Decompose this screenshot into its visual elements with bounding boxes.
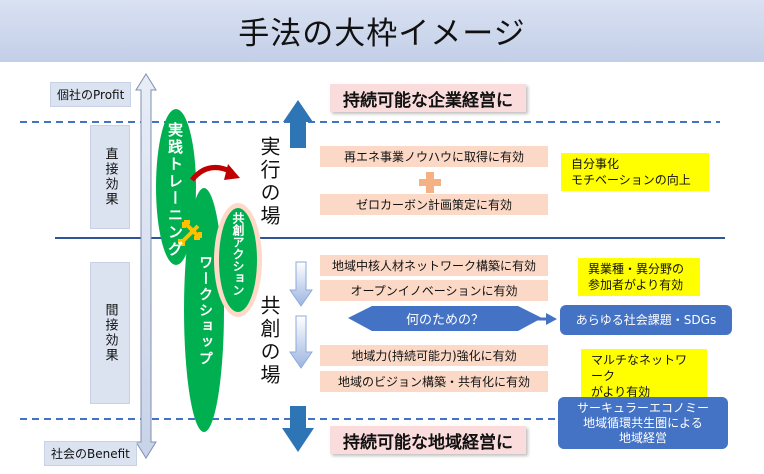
training-label: 実践トレーニング (166, 122, 184, 258)
question-shape (348, 306, 542, 331)
circular-economy-box: サーキュラーエコノミー 地域循環共生圏による 地域経営 (558, 397, 728, 449)
orange-arrow (182, 220, 202, 240)
banner-top: 持続可能な企業経営に (330, 84, 526, 112)
workshop-ellipse (184, 188, 224, 432)
axis-arrow (135, 73, 157, 459)
plus-icon (419, 172, 441, 193)
axis-top-label: 個社のProfit (50, 82, 132, 107)
direct-effect-label: 直接効果 (90, 125, 130, 229)
cocreation-item: オープンイノベーションに有効 (320, 280, 548, 301)
title-bar (0, 0, 764, 62)
up-arrow (283, 100, 313, 148)
execution-item: ゼロカーボン計画策定に有効 (320, 194, 548, 215)
axis-bottom-label: 社会のBenefit (44, 441, 137, 466)
sdgs-box: あらゆる社会課題・SDGs (560, 305, 732, 335)
note-diverse-participants: 異業種・異分野の 参加者がより有効 (578, 258, 700, 296)
banner-bottom: 持続可能な地域経営に (330, 426, 526, 454)
page-title: 手法の大枠イメージ (238, 16, 526, 52)
cocreation-item: 地域中核人材ネットワーク構築に有効 (320, 255, 548, 276)
cocreation-item: 地域力(持続可能力)強化に有効 (320, 345, 548, 366)
question-label: 何のための？ (405, 313, 484, 328)
execution-item: 再エネ事業ノウハウに取得に有効 (320, 146, 548, 167)
execution-place-label: 実行の場 (257, 136, 281, 228)
right-arrow (546, 313, 557, 325)
action-label: 共創アクション (231, 212, 245, 296)
cocreation-item: 地域のビジョン構築・共有化に有効 (320, 371, 548, 392)
note-motivation: 自分事化 モチベーションの向上 (561, 153, 709, 191)
note-multi-network: マルチなネットワーク がより有効 (581, 349, 707, 403)
down-arrow (282, 406, 314, 452)
small-down-arrow-2 (289, 315, 313, 369)
cocreation-place-label: 共創の場 (257, 295, 281, 387)
workshop-label: ワークショップ (197, 255, 213, 367)
indirect-effect-label: 間接効果 (90, 262, 130, 404)
small-down-arrow-1 (289, 261, 313, 307)
